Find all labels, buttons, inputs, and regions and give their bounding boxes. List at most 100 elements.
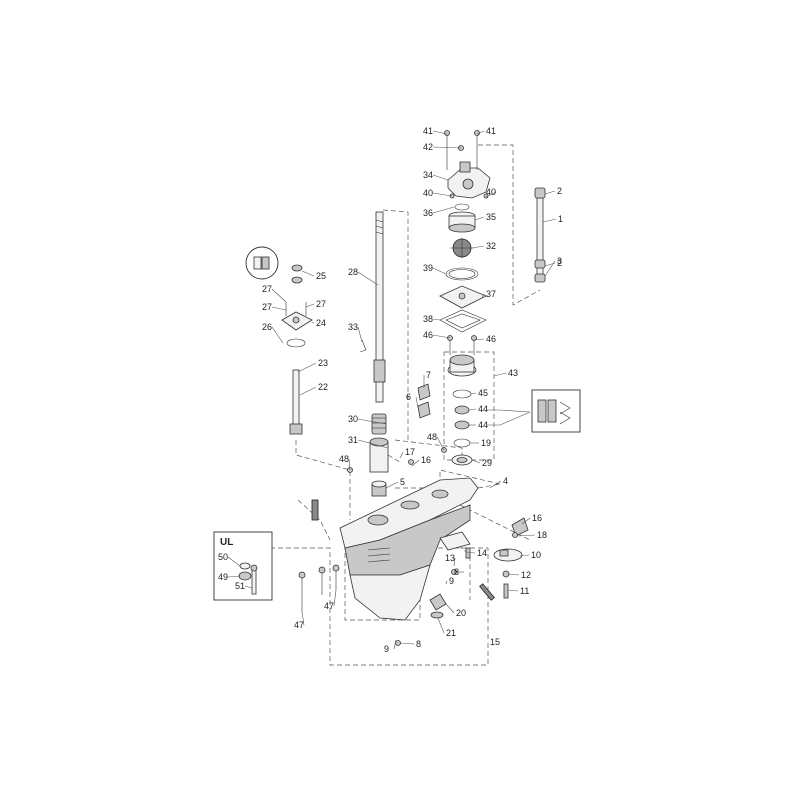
callout-35: 35 (486, 212, 496, 222)
callout-29: 29 (482, 458, 492, 468)
drive-shaft (373, 211, 386, 403)
shift-rod-left (289, 369, 303, 435)
leader-line-28 (357, 271, 379, 286)
leader-line-22 (299, 386, 317, 396)
ul-inset-title: UL (220, 537, 233, 548)
leader-line-16 (411, 459, 420, 467)
o-ring-45 (452, 389, 472, 399)
leader-line-17 (399, 451, 404, 459)
pump-gasket (439, 309, 487, 333)
leader-line-27 (271, 288, 287, 303)
ul-inset: UL (213, 531, 273, 601)
trim-tab-bolt (502, 570, 510, 599)
water-strainer (429, 593, 447, 611)
oil-seals (454, 405, 470, 430)
callout-41: 41 (486, 126, 496, 136)
leader-line-39 (432, 267, 447, 275)
small-bolts (347, 447, 518, 646)
callout-18: 18 (537, 530, 547, 540)
callout-24: 24 (316, 318, 326, 328)
leader-line-18 (517, 534, 536, 537)
leader-line-41 (476, 130, 485, 135)
callout-12: 12 (521, 570, 531, 580)
leader-line-16 (521, 517, 531, 525)
callout-34: 34 (423, 170, 433, 180)
leader-line-9 (393, 639, 397, 650)
plate-13 (439, 531, 471, 551)
leader-line-27 (271, 306, 287, 311)
leader-line-34 (432, 174, 449, 181)
callout-15: 15 (490, 637, 500, 647)
leader-line-48 (436, 436, 445, 451)
leader-line-40 (432, 192, 453, 197)
callout-36: 36 (423, 208, 433, 218)
callout-8: 8 (454, 567, 459, 577)
callout-43: 43 (508, 368, 518, 378)
leader-line-42 (432, 146, 462, 149)
leader-line-32 (471, 245, 485, 249)
callout-1: 1 (558, 214, 563, 224)
leader-line-14 (465, 551, 476, 554)
leader-line-45 (470, 392, 477, 395)
callout-14: 14 (477, 548, 487, 558)
callout-41: 41 (423, 126, 433, 136)
callout-8: 8 (416, 639, 421, 649)
leader-line-8 (399, 642, 415, 645)
pump-outer-plate (439, 285, 487, 309)
callout-37: 37 (486, 289, 496, 299)
screw-20 (479, 583, 495, 601)
drive-shaft-sleeve (369, 437, 389, 473)
leader-line-2 (544, 190, 556, 195)
callout-5: 5 (400, 477, 405, 487)
callout-2: 2 (557, 258, 562, 268)
leader-line-35 (474, 216, 485, 221)
leader-line-24 (311, 321, 315, 324)
callout-40: 40 (423, 188, 433, 198)
callout-13: 13 (445, 553, 455, 563)
leader-line-3 (544, 260, 556, 277)
lower-gear-case (339, 477, 479, 621)
callout-44: 44 (478, 404, 488, 414)
leader-line-12 (507, 573, 520, 576)
cotter-pin-33 (359, 339, 367, 353)
callout-4: 4 (503, 476, 508, 486)
callout-30: 30 (348, 414, 358, 424)
impeller (450, 238, 474, 258)
callout-17: 17 (405, 447, 415, 457)
callout-39: 39 (423, 263, 433, 273)
leader-line-46 (473, 338, 485, 341)
leader-line-11 (507, 589, 519, 592)
callout-45: 45 (478, 388, 488, 398)
callout-40: 40 (486, 187, 496, 197)
leader-line-27 (305, 303, 315, 308)
callout-16: 16 (532, 513, 542, 523)
grease-nipple-14 (465, 547, 471, 559)
leader-line-51 (244, 585, 253, 589)
leader-lines (227, 130, 557, 650)
trim-tab (493, 548, 523, 562)
leader-line-43 (493, 372, 507, 377)
callout-33: 33 (348, 322, 358, 332)
bearing-29 (451, 454, 473, 466)
callout-2: 2 (557, 186, 562, 196)
detail-circle-25 (245, 246, 303, 284)
shift-rod (534, 187, 546, 283)
leader-line-4 (489, 480, 502, 489)
leader-line-21 (437, 617, 445, 634)
leader-line-47 (333, 589, 337, 607)
callout-32: 32 (486, 241, 496, 251)
leader-line-20 (445, 603, 455, 614)
callout-50: 50 (218, 552, 228, 562)
callout-10: 10 (531, 550, 541, 560)
callout-9: 9 (449, 576, 454, 586)
leader-line-36 (432, 206, 455, 214)
callout-31: 31 (348, 435, 358, 445)
callout-16: 16 (421, 455, 431, 465)
leader-line-26 (271, 326, 284, 344)
callout-42: 42 (423, 142, 433, 152)
seal-orientation-detail (486, 389, 581, 433)
leader-line-40 (485, 191, 497, 198)
callout-48: 48 (427, 432, 437, 442)
callout-28: 28 (348, 267, 358, 277)
retainer-plate (281, 302, 313, 331)
